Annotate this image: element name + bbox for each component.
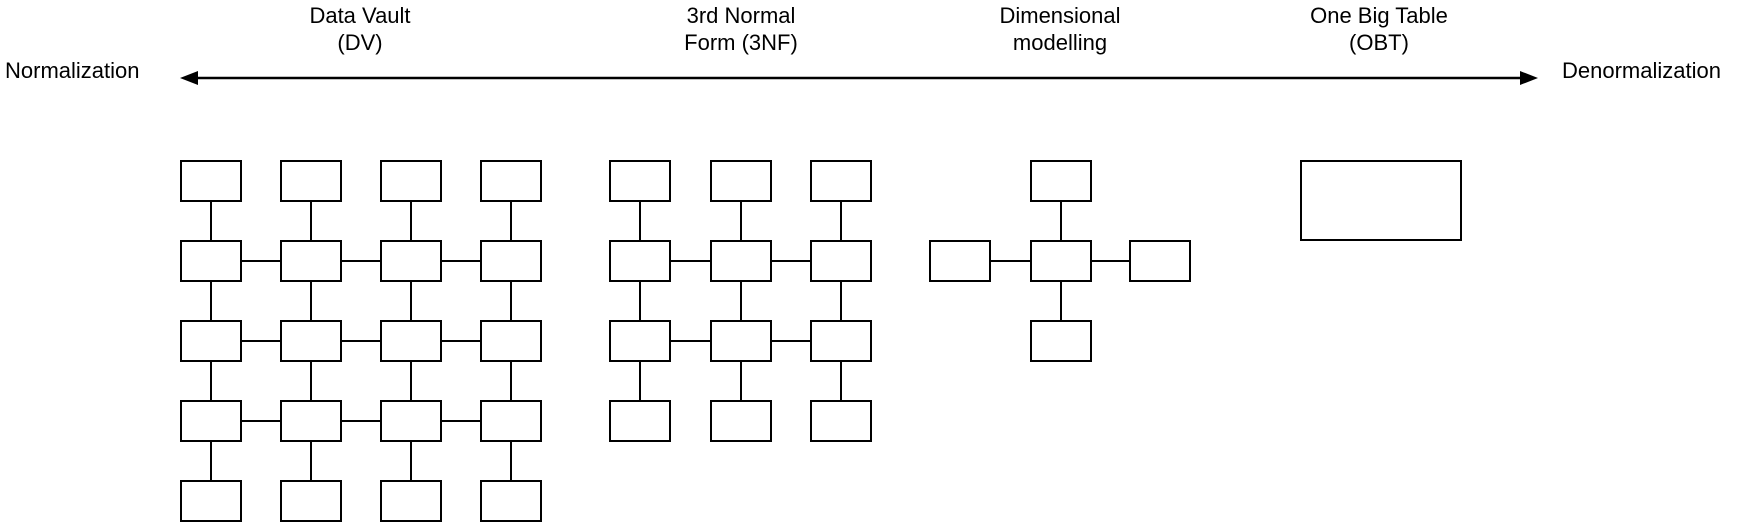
entity-box <box>609 160 671 202</box>
entity-box <box>480 160 542 202</box>
entity-box <box>609 240 671 282</box>
entity-box <box>810 320 872 362</box>
group-label-line: (DV) <box>337 30 383 55</box>
group-label-line: One Big Table <box>1310 3 1448 28</box>
group-label-one-big-table: One Big Table (OBT) <box>1310 2 1448 56</box>
entity-box <box>609 400 671 442</box>
entity-box <box>380 400 442 442</box>
entity-box <box>710 320 772 362</box>
normalization-axis-label: Normalization <box>5 58 140 83</box>
group-label-line: Dimensional <box>999 3 1121 28</box>
one-big-table-box <box>1300 160 1462 241</box>
entity-box <box>280 160 342 202</box>
group-label-line: Form (3NF) <box>684 30 798 55</box>
entity-box <box>180 240 242 282</box>
dimension-table-box <box>1129 240 1191 282</box>
entity-box <box>480 480 542 522</box>
dimension-table-box <box>929 240 991 282</box>
entity-box <box>710 160 772 202</box>
group-label-data-vault: Data Vault (DV) <box>309 2 410 56</box>
group-label-dimensional-modelling: Dimensional modelling <box>999 2 1120 56</box>
entity-box <box>609 320 671 362</box>
entity-box <box>280 240 342 282</box>
entity-box <box>280 320 342 362</box>
entity-box <box>380 320 442 362</box>
entity-box <box>180 320 242 362</box>
dimension-table-box <box>1030 160 1092 202</box>
entity-box <box>180 480 242 522</box>
group-label-line: (OBT) <box>1349 30 1409 55</box>
entity-box <box>710 240 772 282</box>
entity-box <box>810 160 872 202</box>
entity-box <box>380 160 442 202</box>
group-label-third-normal-form: 3rd Normal Form (3NF) <box>684 2 798 56</box>
fact-table-box <box>1030 240 1092 282</box>
entity-box <box>280 480 342 522</box>
entity-box <box>380 240 442 282</box>
arrowhead-left <box>180 71 198 85</box>
dimension-table-box <box>1030 320 1092 362</box>
entity-box <box>710 400 772 442</box>
entity-box <box>180 160 242 202</box>
entity-box <box>180 400 242 442</box>
group-label-line: Data Vault <box>309 3 411 28</box>
entity-box <box>480 400 542 442</box>
entity-box <box>480 240 542 282</box>
arrowhead-right <box>1520 71 1538 85</box>
entity-box <box>810 400 872 442</box>
group-label-line: modelling <box>1012 30 1108 55</box>
entity-box <box>380 480 442 522</box>
entity-box <box>280 400 342 442</box>
group-label-line: 3rd Normal <box>686 3 796 28</box>
entity-box <box>810 240 872 282</box>
denormalization-axis-label: Denormalization <box>1562 58 1721 83</box>
entity-box <box>480 320 542 362</box>
